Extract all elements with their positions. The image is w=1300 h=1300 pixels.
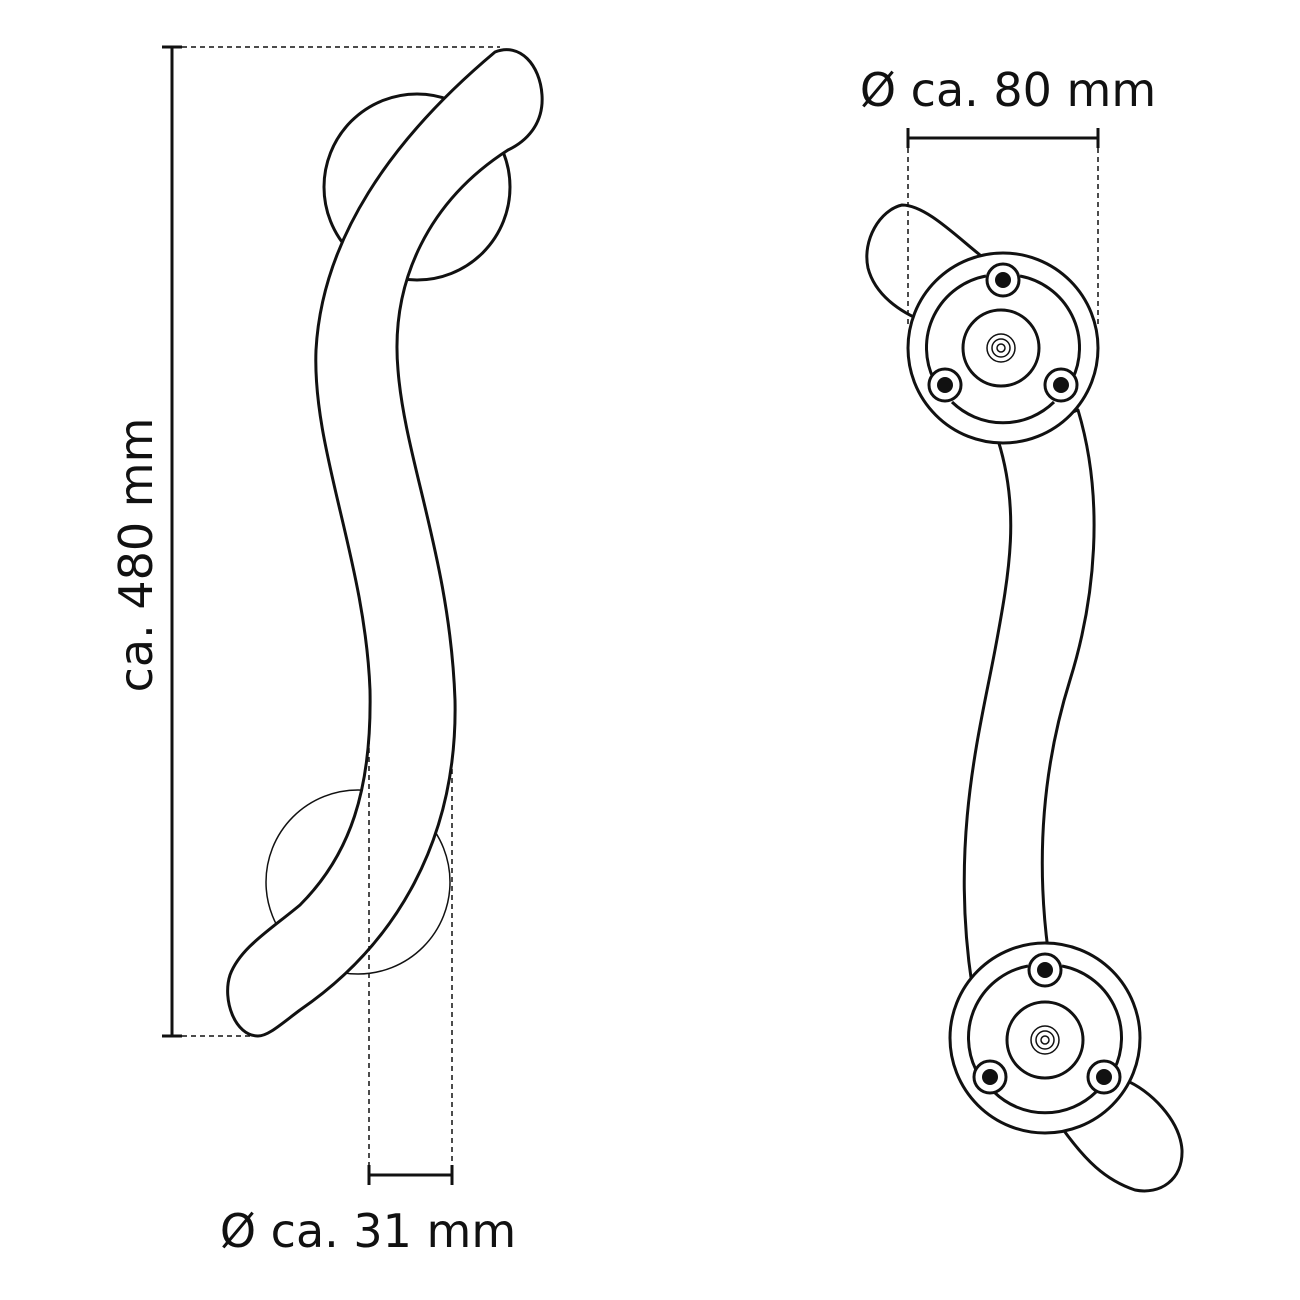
curved-bar-back [962, 408, 1096, 987]
bottom-wall-rosette [265, 789, 451, 975]
back-view: Ø ca. 80 mm [860, 63, 1184, 1193]
height-label: ca. 480 mm [109, 418, 163, 693]
tube-diameter-label: Ø ca. 31 mm [220, 1204, 516, 1258]
bottom-rosette-back [948, 941, 1142, 1135]
rosette-diameter-label: Ø ca. 80 mm [860, 63, 1156, 117]
top-bar-end [865, 203, 982, 324]
side-view: ca. 480 mm Ø ca. 31 mm [109, 45, 544, 1258]
top-rosette-back [906, 251, 1100, 445]
curved-bar-side [226, 48, 544, 1038]
